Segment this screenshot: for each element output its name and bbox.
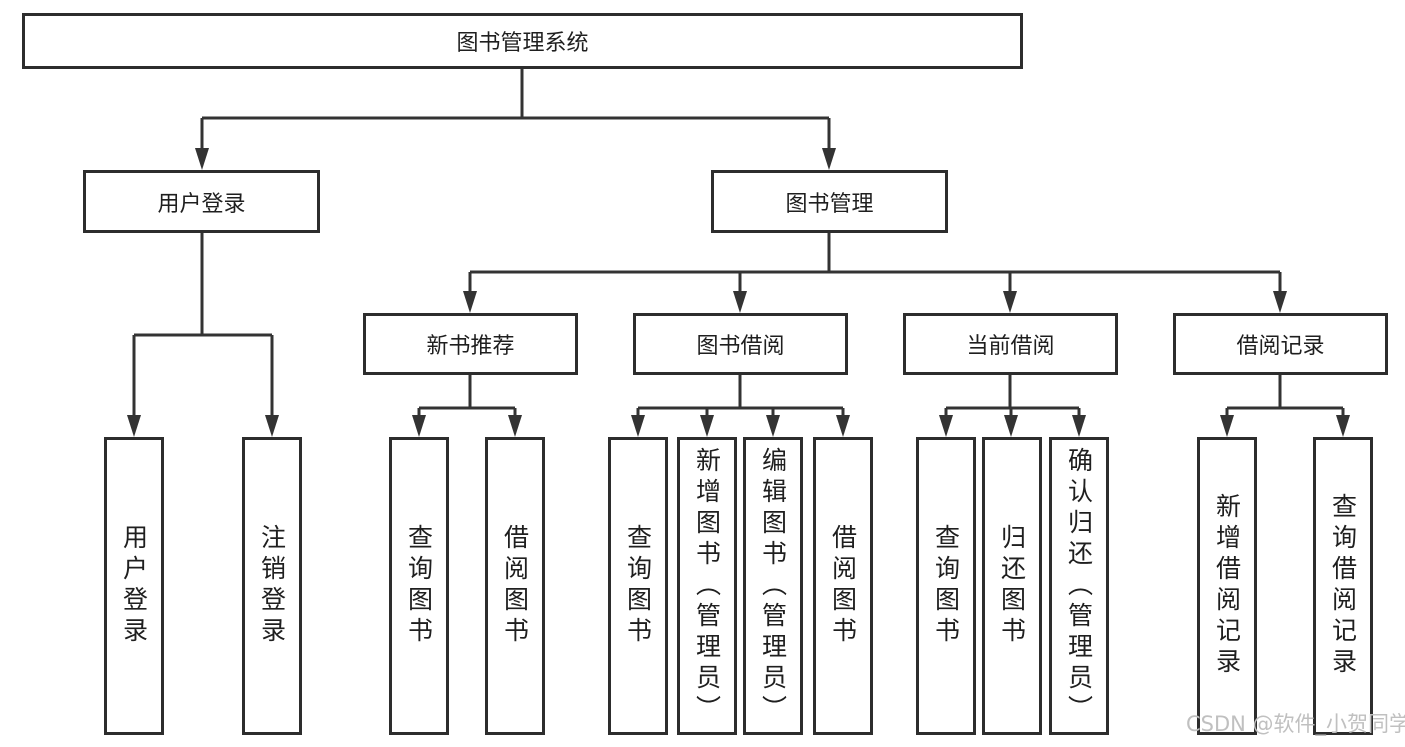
node-label: 编辑图书（管理员） xyxy=(758,446,788,726)
arrow-down-icon xyxy=(766,415,780,437)
arrow-down-icon xyxy=(1072,415,1086,437)
leaf-edit-book-admin: 编辑图书（管理员） xyxy=(743,437,803,735)
arrow-down-icon xyxy=(1220,415,1234,437)
leaf-add-borrow-record: 新增借阅记录 xyxy=(1197,437,1257,735)
leaf-user-login: 用户登录 xyxy=(104,437,164,735)
node-label: 图书借阅 xyxy=(696,334,785,359)
node-label: 图书管理 xyxy=(785,191,874,217)
arrow-down-icon xyxy=(463,291,477,313)
node-label: 查询借阅记录 xyxy=(1328,493,1358,679)
node-book-management: 图书管理 xyxy=(711,170,948,233)
arrow-down-icon xyxy=(412,415,426,437)
leaf-logout: 注销登录 xyxy=(242,437,302,735)
node-library-management-system: 图书管理系统 xyxy=(22,13,1023,69)
arrow-down-icon xyxy=(1004,415,1018,437)
leaf-return-books: 归还图书 xyxy=(982,437,1042,735)
node-borrow-records: 借阅记录 xyxy=(1173,313,1388,375)
leaf-borrow-books: 借阅图书 xyxy=(813,437,873,735)
connector-current-borrow-to-leaves xyxy=(939,375,1086,437)
arrow-down-icon xyxy=(265,415,279,437)
node-label: 注销登录 xyxy=(257,524,287,648)
node-label: 确认归还（管理员） xyxy=(1064,446,1094,726)
connector-book-management-to-level2 xyxy=(463,233,1287,313)
leaf-query-books-current: 查询图书 xyxy=(916,437,976,735)
leaf-add-book-admin: 新增图书（管理员） xyxy=(677,437,737,735)
arrow-down-icon xyxy=(822,148,836,170)
node-label: 归还图书 xyxy=(997,524,1027,648)
arrow-down-icon xyxy=(700,415,714,437)
arrow-down-icon xyxy=(508,415,522,437)
node-label: 用户登录 xyxy=(119,524,149,648)
node-label: 借阅图书 xyxy=(500,524,530,648)
node-new-book-recommend: 新书推荐 xyxy=(363,313,578,375)
node-label: 新增图书（管理员） xyxy=(692,446,722,726)
csdn-watermark: CSDN @软件_小贺同学 xyxy=(1186,712,1405,736)
arrow-down-icon xyxy=(836,415,850,437)
leaf-query-books-recommend: 查询图书 xyxy=(389,437,449,735)
arrow-down-icon xyxy=(127,415,141,437)
connector-user-login-to-leaves xyxy=(127,233,279,437)
node-label: 查询图书 xyxy=(931,524,961,648)
arrow-down-icon xyxy=(733,291,747,313)
node-label: 当前借阅 xyxy=(966,334,1055,359)
node-current-borrow: 当前借阅 xyxy=(903,313,1118,375)
leaf-borrow-books-recommend: 借阅图书 xyxy=(485,437,545,735)
node-user-login: 用户登录 xyxy=(83,170,320,233)
node-label: 新书推荐 xyxy=(426,334,515,359)
node-label: 用户登录 xyxy=(157,191,246,217)
node-label: 查询图书 xyxy=(623,524,653,648)
connector-root-to-level1 xyxy=(195,69,836,170)
arrow-down-icon xyxy=(195,148,209,170)
connector-book-borrow-to-leaves xyxy=(631,375,850,437)
arrow-down-icon xyxy=(939,415,953,437)
arrow-down-icon xyxy=(1273,291,1287,313)
leaf-query-borrow-record: 查询借阅记录 xyxy=(1313,437,1373,735)
arrow-down-icon xyxy=(1003,291,1017,313)
node-label: 查询图书 xyxy=(404,524,434,648)
node-label: 借阅图书 xyxy=(828,524,858,648)
arrow-down-icon xyxy=(631,415,645,437)
node-label: 新增借阅记录 xyxy=(1212,493,1242,679)
node-label: 图书管理系统 xyxy=(456,31,589,56)
connector-borrow-records-to-leaves xyxy=(1220,375,1350,437)
arrow-down-icon xyxy=(1336,415,1350,437)
leaf-confirm-return-admin: 确认归还（管理员） xyxy=(1049,437,1109,735)
node-label: 借阅记录 xyxy=(1236,334,1325,359)
connector-new-book-recommend-to-leaves xyxy=(412,375,522,437)
node-book-borrow: 图书借阅 xyxy=(633,313,848,375)
leaf-query-books-borrow: 查询图书 xyxy=(608,437,668,735)
